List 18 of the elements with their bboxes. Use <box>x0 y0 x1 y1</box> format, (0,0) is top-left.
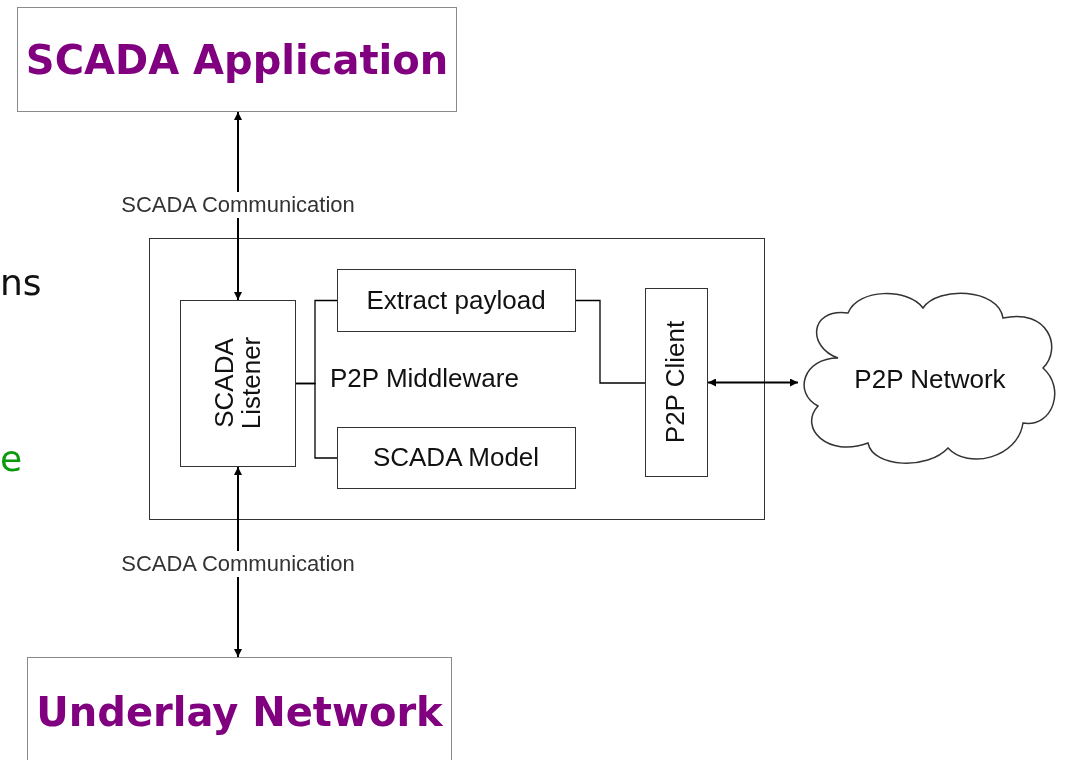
component-box <box>179 299 296 467</box>
component-box <box>336 268 576 332</box>
title-text: SCADA Application <box>25 36 449 83</box>
cut-off-text: e <box>0 438 23 479</box>
rotated-label: P2P Client <box>662 320 690 444</box>
cut-off-text: ns <box>0 262 42 303</box>
component-box <box>336 426 576 489</box>
title-text: Underlay Network <box>36 689 443 735</box>
connector-arrow <box>707 378 799 387</box>
box-label: P2P Network <box>854 363 1006 395</box>
box-label: SCADA Model <box>372 442 540 473</box>
component-box <box>644 287 708 477</box>
middleware-container <box>149 238 765 520</box>
box-label: Extract payload <box>366 284 546 316</box>
group-label: P2P Middleware <box>330 363 519 394</box>
title-box <box>27 657 452 760</box>
title-box <box>17 7 457 112</box>
rotated-label: SCADA Listener <box>210 335 265 432</box>
